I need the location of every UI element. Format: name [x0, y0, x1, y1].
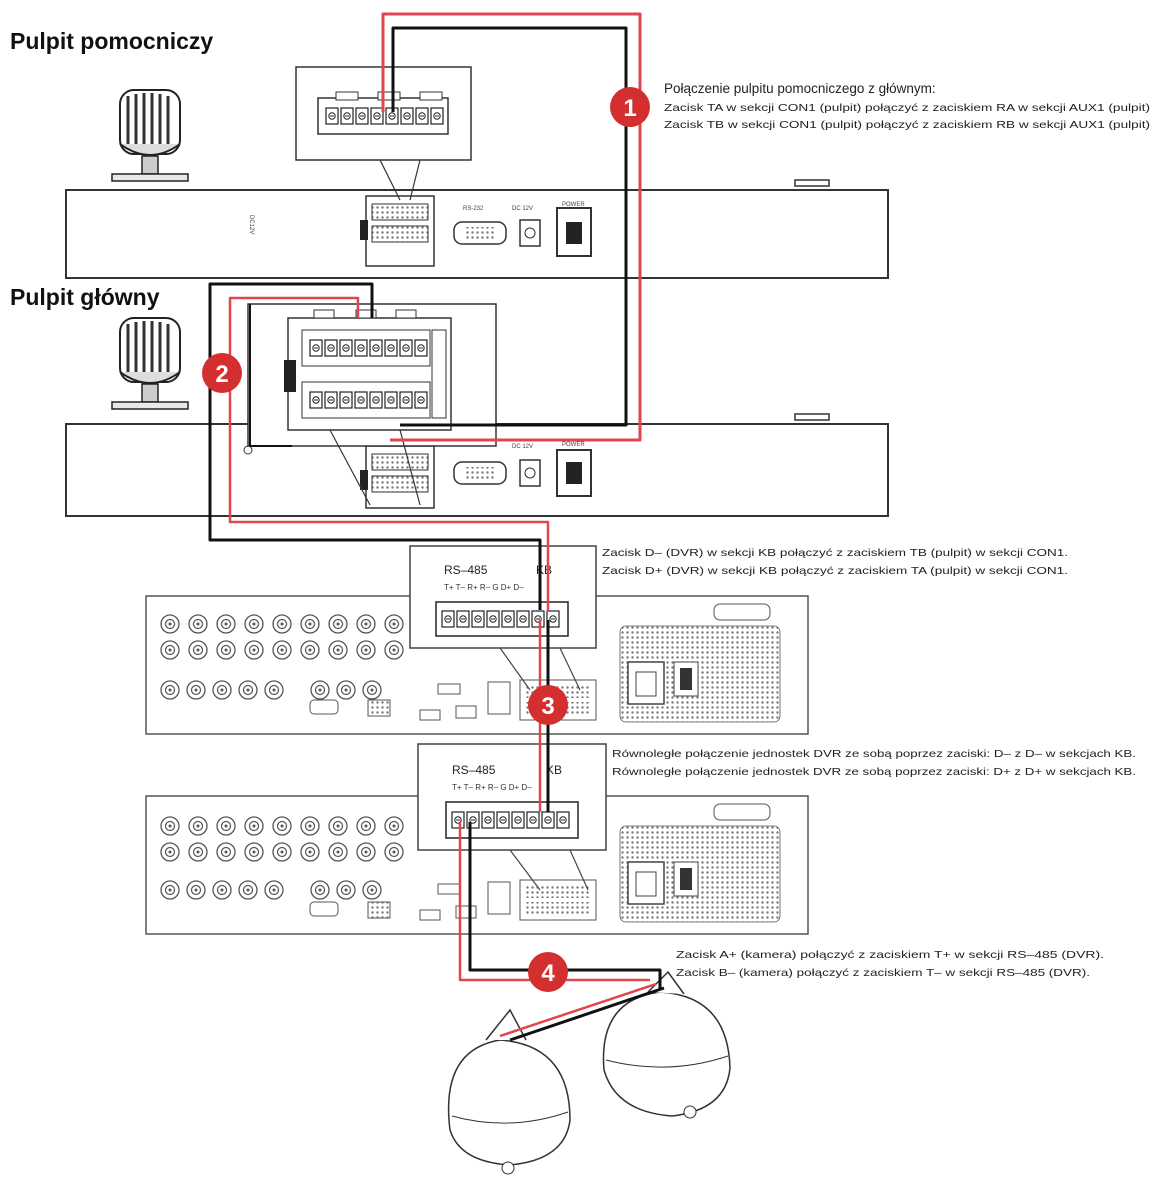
- dvr-unit-2: [145, 795, 809, 935]
- wires: [208, 12, 665, 1042]
- note-4-line-2: Zacisk B– (kamera) połączyć z zaciskiem …: [676, 967, 1090, 979]
- svg-text:DC 12V: DC 12V: [512, 444, 533, 450]
- svg-text:1: 1: [623, 95, 636, 122]
- main-joystick-icon: [110, 316, 190, 411]
- dvr1-rs485-label: RS–485: [444, 563, 488, 577]
- aux-joystick-icon: [110, 88, 190, 183]
- note-1-title: Połączenie pulpitu pomocniczego z główny…: [664, 81, 936, 96]
- step-badge-3: 3: [528, 685, 568, 725]
- note-1-line-2: Zacisk TB w sekcji CON1 (pulpit) połączy…: [664, 119, 1150, 131]
- svg-text:2: 2: [215, 361, 228, 388]
- note-3-line-2: Zacisk D+ (DVR) w sekcji KB połączyć z z…: [602, 565, 1068, 577]
- dvr1-pins-label: T+ T– R+ R– G D+ D–: [444, 583, 524, 592]
- step-badge-4: 4: [528, 952, 568, 992]
- aux-terminal-zoom: [295, 66, 472, 201]
- note-4-line-1: Zacisk A+ (kamera) połączyć z zaciskiem …: [676, 949, 1104, 961]
- step-badge-2: 2: [202, 353, 242, 393]
- svg-text:POWER: POWER: [562, 442, 585, 448]
- dvr1-terminal-zoom: RS–485 KB T+ T– R+ R– G D+ D–: [409, 545, 597, 691]
- dvr2-terminal-zoom: RS–485 KB T+ T– R+ R– G D+ D–: [417, 743, 607, 891]
- dome-camera-1-icon: [447, 1008, 571, 1175]
- svg-text:3: 3: [541, 693, 554, 720]
- dvr2-kb-label: KB: [546, 763, 562, 777]
- note-1-line-1: Zacisk TA w sekcji CON1 (pulpit) połączy…: [664, 102, 1150, 114]
- aux-console: DC12V RS-232 DC 12V POWER: [65, 88, 889, 279]
- dvr2-pins-label: T+ T– R+ R– G D+ D–: [452, 783, 532, 792]
- dvr2-rs485-label: RS–485: [452, 763, 496, 777]
- svg-text:POWER: POWER: [562, 202, 585, 208]
- svg-text:RS-232: RS-232: [463, 206, 484, 212]
- main-console-title: Pulpit główny: [10, 284, 160, 310]
- note-3b-line-1: Równoległe połączenie jednostek DVR ze s…: [612, 748, 1136, 760]
- svg-text:DC 12V: DC 12V: [512, 206, 533, 212]
- dvr1-kb-label: KB: [536, 563, 552, 577]
- note-3-line-1: Zacisk D– (DVR) w sekcji KB połączyć z z…: [602, 547, 1068, 559]
- step-badge-1: 1: [610, 87, 650, 127]
- svg-text:4: 4: [541, 960, 555, 987]
- svg-text:DC12V: DC12V: [248, 215, 254, 234]
- note-3b-line-2: Równoległe połączenie jednostek DVR ze s…: [612, 766, 1136, 778]
- main-terminal-zoom: [247, 303, 497, 506]
- aux-console-title: Pulpit pomocniczy: [10, 28, 213, 54]
